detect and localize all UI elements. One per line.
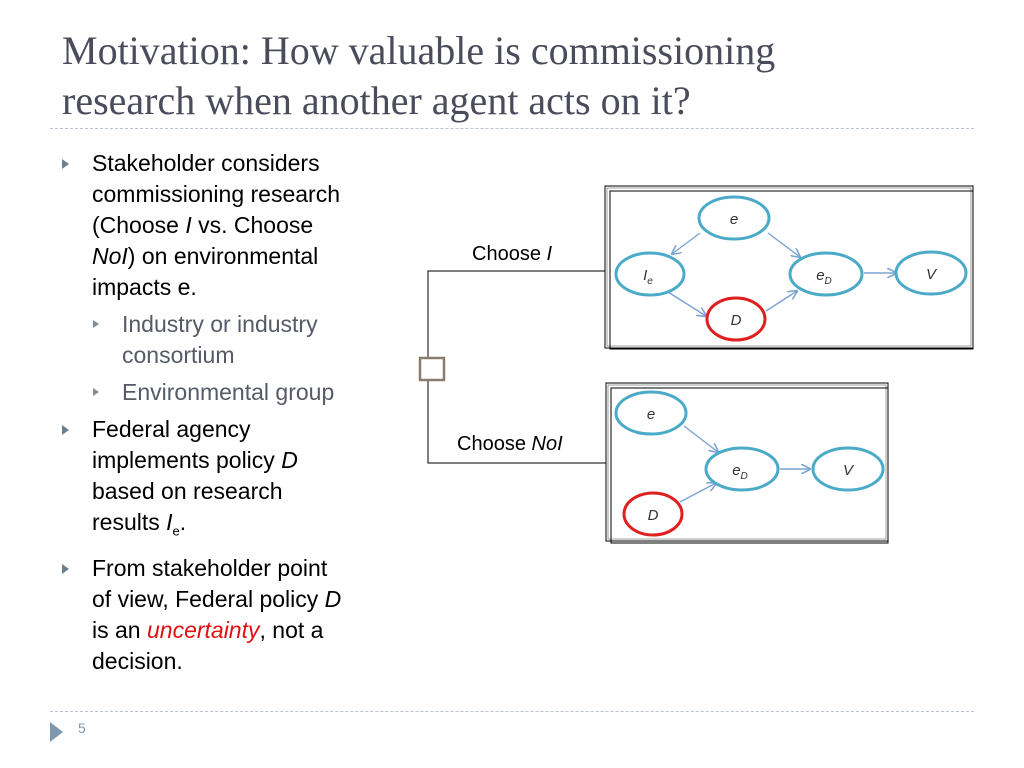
influence-diagram-choose-i: e Ie eD V D bbox=[604, 185, 974, 350]
bullet-text: based on research bbox=[92, 478, 283, 504]
bullet-arrow-icon bbox=[62, 563, 69, 574]
title-line-2: research when another agent acts on it? bbox=[62, 78, 691, 123]
bullet-text: implements policy D bbox=[92, 447, 298, 473]
node-ed-label: eD bbox=[816, 267, 832, 287]
sub-bullet-environmental: Environmental group bbox=[62, 377, 392, 408]
choose-i-label: Choose I bbox=[472, 243, 553, 265]
branch-choose-i-line bbox=[427, 270, 607, 358]
footer-arrow-icon bbox=[50, 722, 63, 742]
bullet-text: From stakeholder point bbox=[92, 554, 328, 581]
decision-node-square bbox=[418, 356, 446, 382]
bullet-text: decision. bbox=[92, 647, 183, 674]
bullet-text: is an uncertainty, not a bbox=[92, 616, 324, 643]
sub-bullet-industry: Industry or industry consortium bbox=[62, 309, 392, 371]
arrow-d-to-ed bbox=[765, 291, 797, 312]
arrow-e-to-ie bbox=[672, 232, 701, 254]
footer-divider bbox=[50, 711, 974, 712]
slide-title: Motivation: How valuable is commissionin… bbox=[62, 26, 1002, 126]
bullet-arrow-icon bbox=[62, 159, 69, 169]
arrow-ie-to-d bbox=[667, 291, 706, 316]
sub-bullet-text: Environmental group bbox=[122, 379, 335, 405]
sub-bullet-arrow-icon bbox=[93, 388, 99, 396]
arrow-e-to-ed bbox=[767, 232, 800, 257]
bullet-text: of view, Federal policy D bbox=[92, 585, 342, 612]
node-e-label: e bbox=[647, 406, 655, 423]
title-divider bbox=[50, 128, 974, 129]
choose-noi-label: Choose NoI bbox=[457, 433, 563, 455]
title-line-1: Motivation: How valuable is commissionin… bbox=[62, 28, 776, 73]
node-d-label: D bbox=[731, 312, 742, 329]
node-ie bbox=[614, 251, 686, 297]
bullet-arrow-icon bbox=[62, 425, 69, 435]
sub-bullet-text: consortium bbox=[122, 342, 235, 368]
arrow-e-to-ed bbox=[683, 425, 718, 452]
bullet-stakeholder: Stakeholder considers commissioning rese… bbox=[62, 148, 392, 303]
bullet-list: Stakeholder considers commissioning rese… bbox=[62, 148, 392, 683]
node-ed bbox=[788, 251, 864, 297]
bullet-text: impacts e. bbox=[92, 274, 197, 300]
node-e bbox=[697, 195, 771, 241]
bullet-stakeholder-view: From stakeholder point of view, Federal … bbox=[62, 553, 392, 677]
page-number: 5 bbox=[78, 720, 86, 736]
branch-choose-noi-line bbox=[427, 381, 607, 464]
node-v-label: V bbox=[926, 266, 938, 283]
node-v-label: V bbox=[843, 462, 855, 479]
node-e bbox=[614, 390, 688, 436]
node-ed bbox=[704, 446, 780, 492]
node-d bbox=[622, 491, 684, 537]
arrow-d-to-ed bbox=[679, 483, 716, 503]
bullet-text: Stakeholder considers bbox=[92, 150, 320, 176]
node-e-label: e bbox=[730, 211, 738, 228]
bullet-text: results Ie. bbox=[92, 509, 187, 539]
influence-diagram-choose-noi: e eD V D bbox=[605, 382, 889, 544]
node-ed-label: eD bbox=[732, 462, 748, 482]
bullet-text: NoI) on environmental bbox=[92, 243, 319, 269]
node-d bbox=[705, 296, 767, 342]
bullet-text: Federal agency bbox=[92, 416, 251, 442]
bullet-text: commissioning research bbox=[92, 181, 340, 207]
node-v bbox=[894, 250, 968, 296]
bullet-text: (Choose I vs. Choose bbox=[92, 212, 314, 238]
bullet-federal-agency: Federal agency implements policy D based… bbox=[62, 414, 392, 547]
sub-bullet-text: Industry or industry bbox=[122, 311, 318, 337]
node-ie-label: Ie bbox=[643, 267, 653, 287]
sub-bullet-arrow-icon bbox=[93, 320, 99, 328]
node-v bbox=[811, 446, 885, 492]
node-d-label: D bbox=[648, 507, 659, 524]
